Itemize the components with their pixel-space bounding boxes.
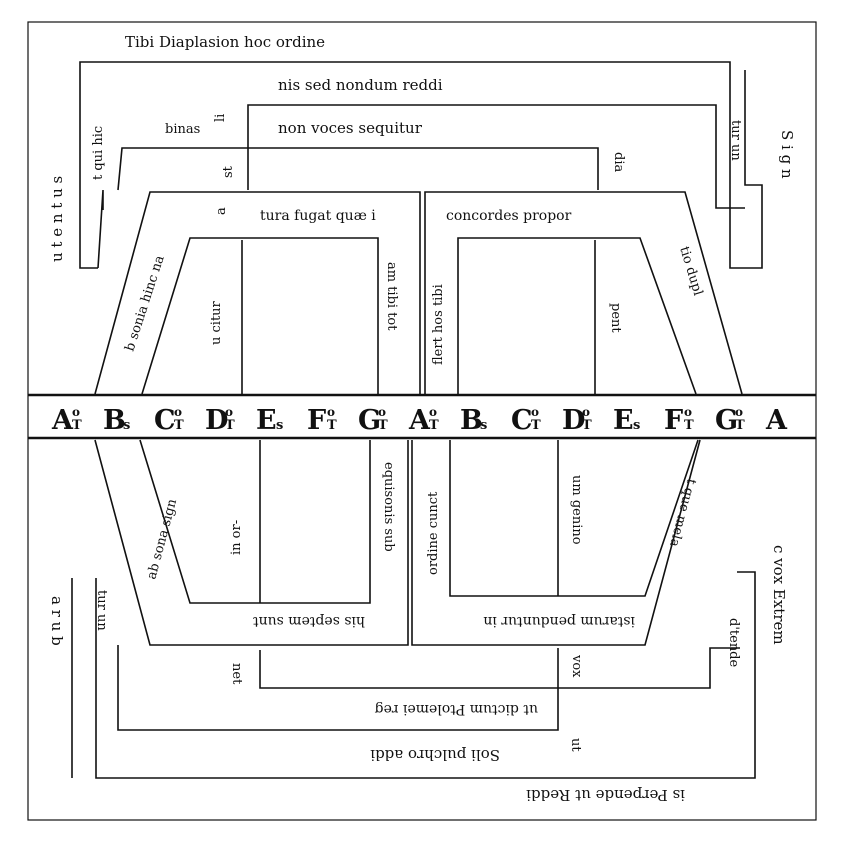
lower-trap-left (94, 439, 409, 646)
phrase-4: tura fugat quæ i (260, 208, 376, 224)
note-10: C (511, 405, 533, 436)
upper-inner-left (141, 237, 379, 395)
phrase-pent: pent (608, 303, 623, 333)
upper-path-3 (117, 147, 599, 191)
note-10-sub: T (531, 418, 541, 433)
upper-path-2 (97, 189, 104, 269)
note-11-sub: T (582, 418, 592, 433)
phrase-ucitur: u citur (209, 300, 224, 345)
note-11: D (562, 405, 585, 436)
lower-inner-right (449, 439, 699, 597)
phrase-absona: ab sona sign (144, 497, 180, 581)
note-15: A (765, 405, 788, 436)
note-11-sup: o (582, 405, 590, 419)
note-3: C (154, 405, 176, 436)
phrase-5: concordes propor (446, 208, 572, 224)
upper-path-4 (247, 104, 717, 190)
phrase-a: a (214, 207, 229, 215)
note-10-sup: o (531, 405, 539, 419)
note-12: E (613, 405, 634, 436)
note-13: F (664, 405, 683, 436)
phrase-ordine: ordine cunct (426, 491, 441, 575)
note-13-sub: T (684, 418, 694, 433)
lower-inner-left (139, 439, 371, 604)
phrase-turun-top: tur un (728, 120, 743, 161)
phrase-tiodupl: tio dupl (676, 245, 705, 298)
phrase-binas: binas (165, 122, 200, 137)
note-6: F (307, 405, 326, 436)
note-6-sub: T (327, 418, 337, 433)
phrase-equisonis: equisonis sub (381, 462, 396, 552)
phrase-vox-extrem: c vox Extrem (770, 545, 788, 645)
upper-path-1 (79, 61, 763, 269)
note-1-sub: T (72, 418, 82, 433)
phrase-ptolemei: ut dictum Ptolemei reg (375, 701, 538, 717)
lower-path-3 (95, 571, 756, 779)
note-3-sub: T (174, 418, 184, 433)
note-3-sup: o (174, 405, 182, 419)
phrase-genino: um genino (569, 475, 584, 545)
phrase-inor: in or- (229, 520, 244, 555)
note-1: A (51, 405, 74, 436)
note-4-sub: T (225, 418, 235, 433)
note-9: B (460, 405, 483, 436)
phrase-top: Tibi Diaplasion hoc ordine (125, 33, 325, 51)
note-14: G (715, 405, 738, 436)
phrase-dia: dia (611, 152, 626, 172)
note-8-sup: o (429, 405, 437, 419)
note-6-sup: o (327, 405, 335, 419)
outer-frame (27, 21, 817, 821)
note-4: D (205, 405, 228, 436)
upper-trap-right (424, 191, 743, 395)
upper-inner-right (457, 237, 697, 395)
phrase-turun-bottom: tur un (94, 590, 109, 631)
note-5: E (256, 405, 277, 436)
phrase-quemela: t que mela (666, 477, 699, 549)
upper-trap-left (94, 191, 421, 395)
phrase-sign: S i g n (778, 130, 796, 179)
note-7-sup: o (378, 405, 386, 419)
note-8: A (408, 405, 431, 436)
note-9-sub: s (480, 418, 487, 433)
phrase-dtende: d'tende (726, 618, 741, 668)
note-14-sub: T (735, 418, 745, 433)
phrase-soli: Soli pulchro addi (370, 746, 500, 764)
phrase-3: non voces sequitur (278, 119, 423, 137)
note-7-sub: T (378, 418, 388, 433)
lower-path-2 (117, 645, 559, 731)
phrase-utentus: u t e n t u s (48, 176, 66, 262)
phrase-2: nis sed nondum reddi (278, 76, 443, 94)
phrase-istarum: istarum penduntur in (483, 613, 635, 629)
phrase-net: net (229, 663, 244, 685)
phrase-vox: vox (569, 654, 584, 678)
lower-path-1 (259, 647, 740, 689)
note-2-sub: s (123, 418, 130, 433)
note-13-sup: o (684, 405, 692, 419)
note-12-sub: s (633, 418, 640, 433)
note-4-sup: o (225, 405, 233, 419)
note-8-sub: T (429, 418, 439, 433)
phrase-arub: a r u b (48, 596, 66, 646)
phrase-flert: flert hos tibi (431, 284, 446, 365)
note-5-sub: s (276, 418, 283, 433)
phrase-st: st (221, 165, 236, 178)
phrase-septem: his septem sunt (253, 613, 365, 629)
note-1-sup: o (72, 405, 80, 419)
phrase-li: li (213, 114, 228, 122)
note-14-sup: o (735, 405, 743, 419)
note-7: G (358, 405, 381, 436)
phrase-tquihic: t qui hic (91, 126, 106, 180)
phrase-amtibitot: am tibi tot (384, 262, 399, 331)
upper-path-5 (715, 190, 745, 209)
lower-trap-right (411, 439, 701, 646)
note-2: B (103, 405, 126, 436)
phrase-ut: ut (568, 738, 583, 752)
phrase-perpende: is Perpende ut Reddi (526, 786, 685, 804)
